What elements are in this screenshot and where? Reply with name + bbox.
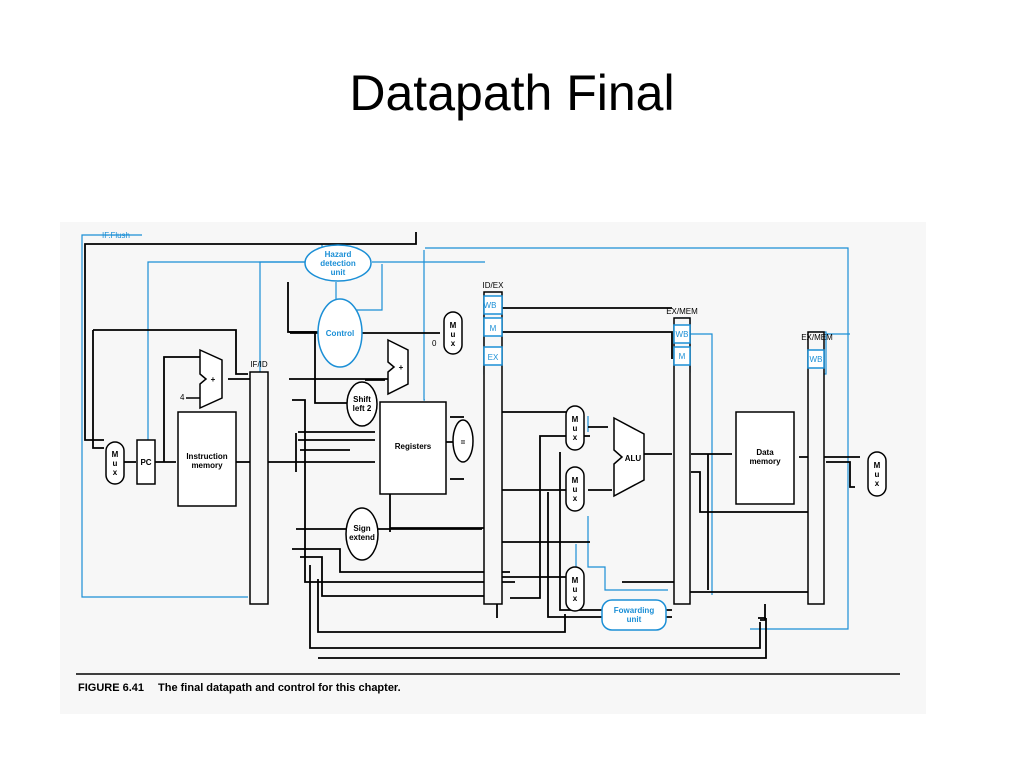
shift-left-2 (346, 381, 378, 427)
regdst-mux (565, 566, 585, 612)
wb-mux-u: u (875, 470, 880, 479)
figure-caption: FIGURE 6.41 The final datapath and contro… (78, 682, 401, 694)
shift-label-1: Shift (353, 395, 371, 404)
hazard-label-2: detection (320, 259, 356, 268)
caption-text: The final datapath and control for this … (158, 682, 401, 694)
datapath-wires (84, 232, 860, 659)
fwd-label-1: Fowarding (614, 606, 655, 615)
data-memory (735, 411, 795, 505)
sign-label-2: extend (349, 533, 375, 542)
equals-comparator (452, 419, 474, 463)
wb-mux-x: x (875, 479, 880, 488)
four-label: 4 (180, 393, 185, 402)
slide-title: Datapath Final (349, 65, 675, 121)
if-flush-label: IF.Flush (102, 231, 130, 240)
idex-ex-label: EX (488, 353, 499, 362)
instr-mem-label-2: memory (191, 461, 223, 470)
exmem-wb-label: WB (676, 330, 689, 339)
if-id-label: IF/ID (250, 360, 268, 369)
equals-label: = (461, 438, 466, 447)
zero-label: 0 (432, 339, 437, 348)
writeback-mux (867, 451, 887, 497)
wb-mux-m: M (874, 461, 881, 470)
control-mux (443, 311, 463, 355)
data-mem-label-2: memory (749, 457, 781, 466)
branch-adder-plus: + (399, 363, 404, 372)
sign-label-1: Sign (353, 524, 370, 533)
alu-mux-a (565, 405, 585, 451)
idex-m-label: M (490, 324, 497, 333)
instr-mem-label-1: Instruction (186, 452, 227, 461)
alu-mux-b-x: x (573, 494, 578, 503)
pc-mux (105, 441, 125, 485)
idex-wb-label: WB (484, 301, 497, 310)
branch-adder (387, 338, 409, 396)
sign-extend (345, 507, 379, 561)
hazard-label-3: unit (331, 268, 346, 277)
alu-mux-a-m: M (572, 415, 579, 424)
datapath-figure: WB M EX WB M WB IF/ID ID/EX EX/MEM EX/ME… (60, 222, 926, 714)
pc-adder (199, 348, 223, 410)
pc-mux-m: M (112, 450, 119, 459)
hazard-label-1: Hazard (325, 250, 352, 259)
pc-mux-x: x (113, 468, 118, 477)
shift-label-2: left 2 (353, 404, 372, 413)
if-id-register (249, 371, 269, 605)
alu (613, 416, 645, 498)
regdst-mux-m: M (572, 576, 579, 585)
alu-mux-a-x: x (573, 433, 578, 442)
alu-mux-b-u: u (573, 485, 578, 494)
mem-wb-register (807, 331, 825, 605)
control-mux-u: u (451, 330, 456, 339)
control-label: Control (326, 329, 354, 338)
regdst-mux-x: x (573, 594, 578, 603)
control-mux-x: x (451, 339, 456, 348)
id-ex-label: ID/EX (483, 281, 505, 290)
fwd-label-2: unit (627, 615, 642, 624)
pipeline-registers (249, 291, 825, 605)
hazard-detection-unit (304, 244, 372, 282)
id-ex-register (483, 291, 503, 605)
registers-label: Registers (395, 442, 432, 451)
mem-wb-label: EX/MEM (801, 333, 833, 342)
alu-mux-b (565, 466, 585, 512)
register-file (379, 401, 447, 495)
control-fields (483, 295, 825, 369)
regdst-mux-u: u (573, 585, 578, 594)
pc-register (136, 439, 156, 485)
memwb-wb-label: WB (810, 355, 823, 364)
control-unit (317, 298, 363, 368)
instruction-memory (177, 411, 237, 507)
control-mux-m: M (450, 321, 457, 330)
alu-mux-a-u: u (573, 424, 578, 433)
alu-label: ALU (625, 454, 642, 463)
pc-mux-u: u (113, 459, 118, 468)
pc-label: PC (140, 458, 151, 467)
pc-adder-plus: + (211, 375, 216, 384)
exmem-m-label: M (679, 352, 686, 361)
datapath-diagram: WB M EX WB M WB IF/ID ID/EX EX/MEM EX/ME… (76, 231, 900, 675)
forwarding-unit (601, 599, 667, 631)
data-mem-label-1: Data (756, 448, 774, 457)
alu-mux-b-m: M (572, 476, 579, 485)
ex-mem-label: EX/MEM (666, 307, 698, 316)
ex-mem-register (673, 317, 691, 605)
caption-number: FIGURE 6.41 (78, 682, 145, 694)
